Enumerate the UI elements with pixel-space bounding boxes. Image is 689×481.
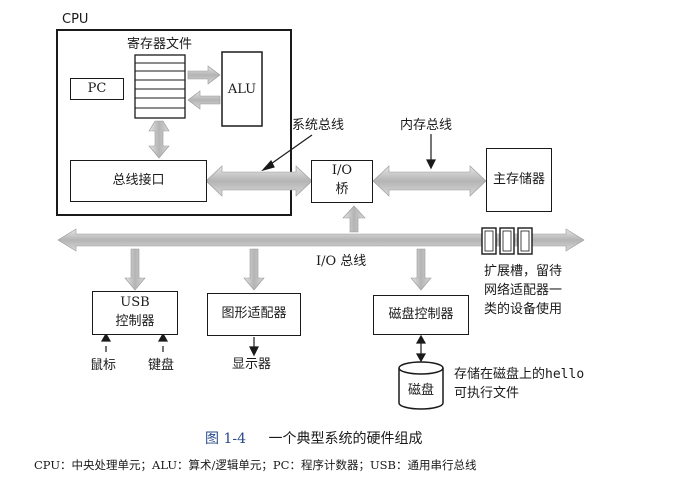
io-bus-arrow — [57, 228, 585, 252]
memory-bus-arrow — [372, 165, 487, 197]
figure-title: 一个典型系统的硬件组成 — [268, 431, 423, 447]
usb-controller-label-1: USB — [120, 295, 150, 310]
main-memory-box — [486, 148, 552, 212]
io-bus-label: I/O 总线 — [316, 254, 367, 269]
memory-bus-pointer — [426, 134, 436, 170]
memory-bus-label: 内存总线 — [400, 118, 453, 133]
expansion-label-1: 扩展槽，留待 — [484, 264, 563, 279]
hello-label-2: 可执行文件 — [454, 386, 520, 401]
usb-mouse-line — [100, 332, 112, 352]
expansion-slot-icon — [481, 227, 533, 255]
io-bus-disk-arrow — [410, 248, 432, 291]
bridge-io-bus-arrow — [342, 205, 366, 233]
io-bridge-label-2: 桥 — [335, 182, 349, 197]
expansion-label-3: 类的设备使用 — [484, 302, 563, 317]
system-bus-pointer — [261, 134, 313, 172]
mouse-label: 鼠标 — [90, 358, 117, 373]
register-file-icon — [134, 54, 186, 119]
io-bridge-box — [311, 160, 373, 203]
io-bus-graphics-arrow — [243, 248, 265, 291]
pc-label: PC — [87, 81, 107, 96]
system-bus-label: 系统总线 — [292, 118, 345, 133]
figure-number: 图 1-4 — [205, 431, 246, 447]
usb-keyboard-line — [157, 332, 169, 352]
bus-interface-label: 总线接口 — [112, 173, 165, 188]
disk-icon — [398, 361, 444, 410]
figure-caption: 图 1-4 一个典型系统的硬件组成 — [205, 428, 422, 448]
disk-controller-disk-line — [415, 334, 427, 363]
reg-to-alu-arrow — [187, 65, 221, 85]
expansion-label-2: 网络适配器一 — [484, 283, 563, 298]
keyboard-label: 键盘 — [148, 358, 175, 373]
disk-controller-box — [373, 295, 469, 335]
cpu-label: CPU — [62, 12, 89, 27]
usb-controller-box — [92, 291, 178, 335]
main-memory-label: 主存储器 — [492, 172, 545, 187]
hello-label-word: hello — [545, 367, 585, 382]
hello-label-prefix: 存储在磁盘上的 — [454, 367, 546, 382]
abbreviation-legend: CPU：中央处理单元；ALU：算术/逻辑单元；PC：程序计数器；USB：通用串行… — [34, 458, 477, 472]
graphics-display-line — [249, 337, 259, 357]
disk-label: 磁盘 — [407, 383, 434, 398]
display-label: 显示器 — [232, 357, 272, 372]
system-bus-arrow — [205, 165, 313, 197]
graphics-adapter-label: 图形适配器 — [221, 306, 287, 321]
disk-controller-label: 磁盘控制器 — [388, 307, 454, 322]
hello-label-1: 存储在磁盘上的hello — [454, 367, 584, 383]
alu-box — [221, 51, 263, 127]
alu-label: ALU — [227, 82, 257, 97]
cpu-frame — [56, 29, 292, 216]
bus-interface-box — [70, 160, 207, 202]
alu-to-reg-arrow — [187, 90, 221, 110]
io-bus-usb-arrow — [124, 248, 146, 291]
reg-bus-interface-arrow — [148, 120, 170, 159]
usb-controller-label-2: 控制器 — [115, 314, 155, 329]
graphics-adapter-box — [207, 293, 301, 336]
io-bridge-label-1: I/O — [331, 163, 353, 178]
register-file-label: 寄存器文件 — [127, 37, 193, 52]
pc-box — [70, 78, 124, 100]
